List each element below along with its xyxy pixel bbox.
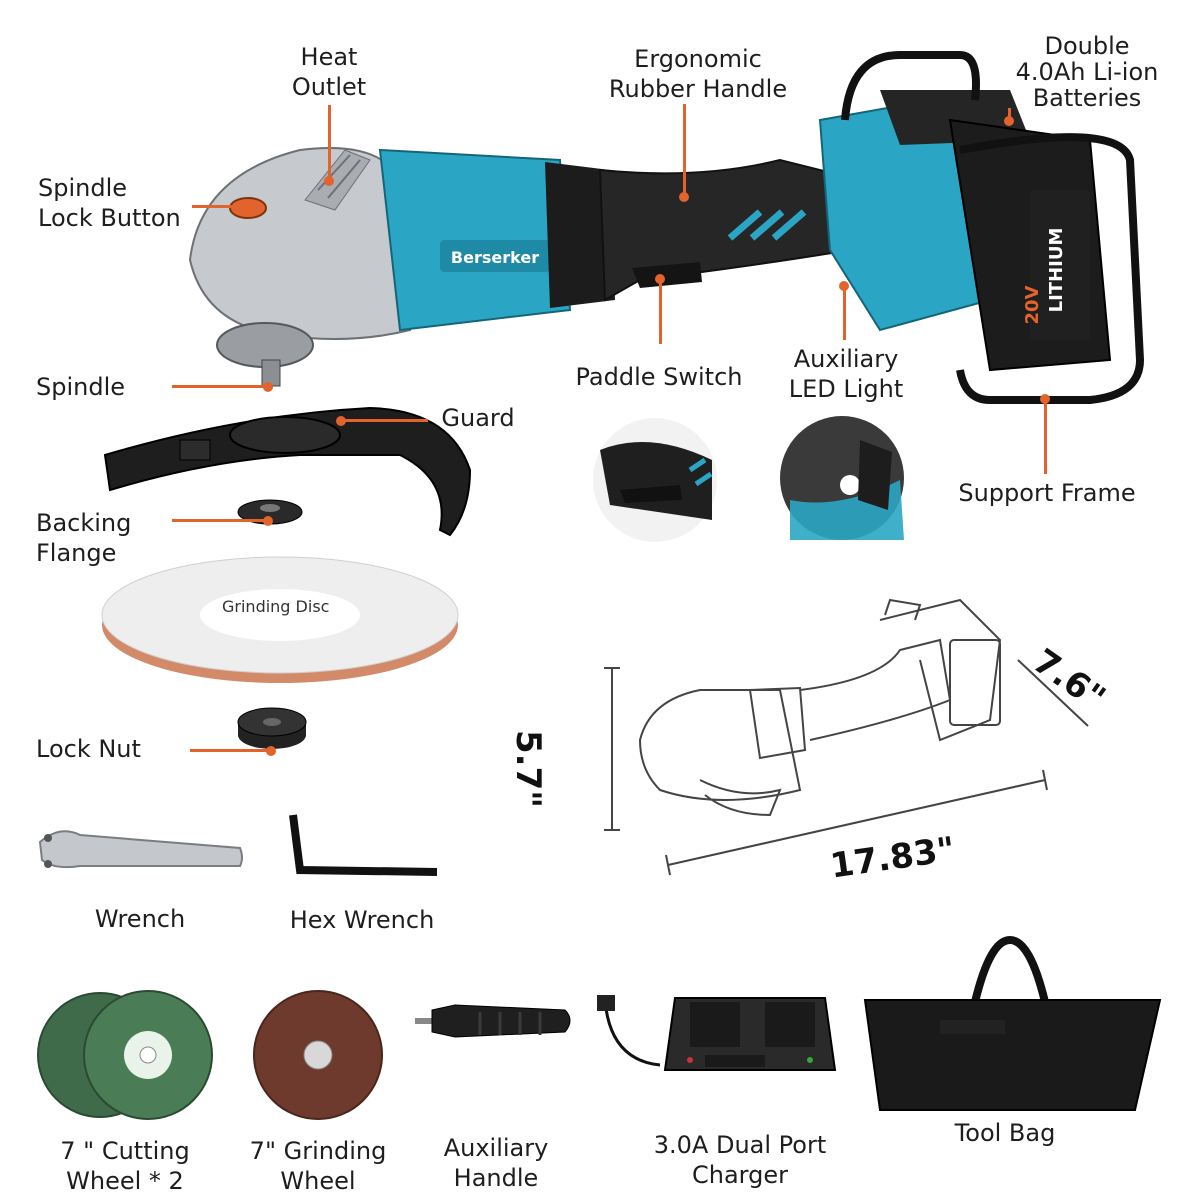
grinding-disc [101,556,459,683]
lock-nut [237,707,307,749]
tool-bag [863,935,1162,1111]
leader-dot-support-frame [1040,394,1050,404]
angle-grinder: Berserker LITHIUM 20V [188,51,1145,404]
label-grinding-disc: Grinding Disc [222,597,330,616]
leader-paddle-switch [659,278,662,344]
cutting-wheels [37,990,213,1120]
leader-batteries [1008,108,1011,120]
leader-dot-backing-flange [263,516,273,526]
label-double-batteries: Double 4.0Ah Li-ion Batteries [1015,32,1159,112]
paddle-switch-detail [593,418,717,542]
leader-dot-lock-nut [266,746,276,756]
label-wrench: Wrench [94,905,186,933]
leader-dot-batteries [1004,116,1014,126]
label-paddle-switch: Paddle Switch [575,363,743,391]
auxiliary-handle [415,1004,571,1038]
guard [103,406,472,537]
leader-led-light [843,285,846,340]
pin-wrench [38,830,243,869]
leader-dot-guard [336,416,346,426]
label-support-frame: Support Frame [958,479,1136,507]
backing-flange [237,499,303,525]
label-lock-nut: Lock Nut [36,735,141,763]
label-backing-flange: Backing Flange [36,509,132,567]
leader-backing-flange [172,519,267,522]
label-spindle-lock: Spindle Lock Button [38,174,181,232]
label-spindle: Spindle [36,373,126,401]
leader-dot-led-light [839,281,849,291]
hex-wrench [289,814,438,876]
leader-handle [683,104,686,196]
dual-port-charger [597,995,837,1071]
leader-spindle-lock [192,205,240,208]
battery-lithium-text: LITHIUM [1046,228,1067,313]
leader-support-frame [1044,398,1047,474]
label-cutting-wheel: 7 " Cutting Wheel * 2 [60,1137,190,1195]
label-ergonomic-handle: Ergonomic Rubber Handle [608,45,788,103]
leader-heat-outlet [328,105,331,180]
label-heat-outlet: Heat Outlet [291,43,367,101]
label-tool-bag: Tool Bag [954,1119,1056,1147]
leader-dot-paddle-switch [655,274,665,284]
dimension-diagram [604,598,1089,876]
leader-dot-spindle-lock [236,202,246,212]
leader-spindle [172,385,267,388]
label-charger: 3.0A Dual Port Charger [653,1131,827,1189]
label-guard: Guard [441,404,515,432]
label-grinding-wheel: 7" Grinding Wheel [249,1137,387,1195]
label-aux-handle: Auxiliary Handle [443,1134,549,1192]
label-hex-wrench: Hex Wrench [289,906,435,934]
dimension-height: 5.7" [508,730,548,808]
led-light-detail [780,416,904,540]
leader-guard [340,419,428,422]
leader-dot-handle [679,192,689,202]
leader-dot-spindle [263,382,273,392]
leader-dot-heat-outlet [324,176,334,186]
grinder-brand-logo: Berserker [451,248,539,267]
battery-voltage-text: 20V [1022,285,1043,324]
grinding-wheel [253,990,383,1120]
leader-lock-nut [190,749,270,752]
label-led-light: Auxiliary LED Light [788,345,904,403]
